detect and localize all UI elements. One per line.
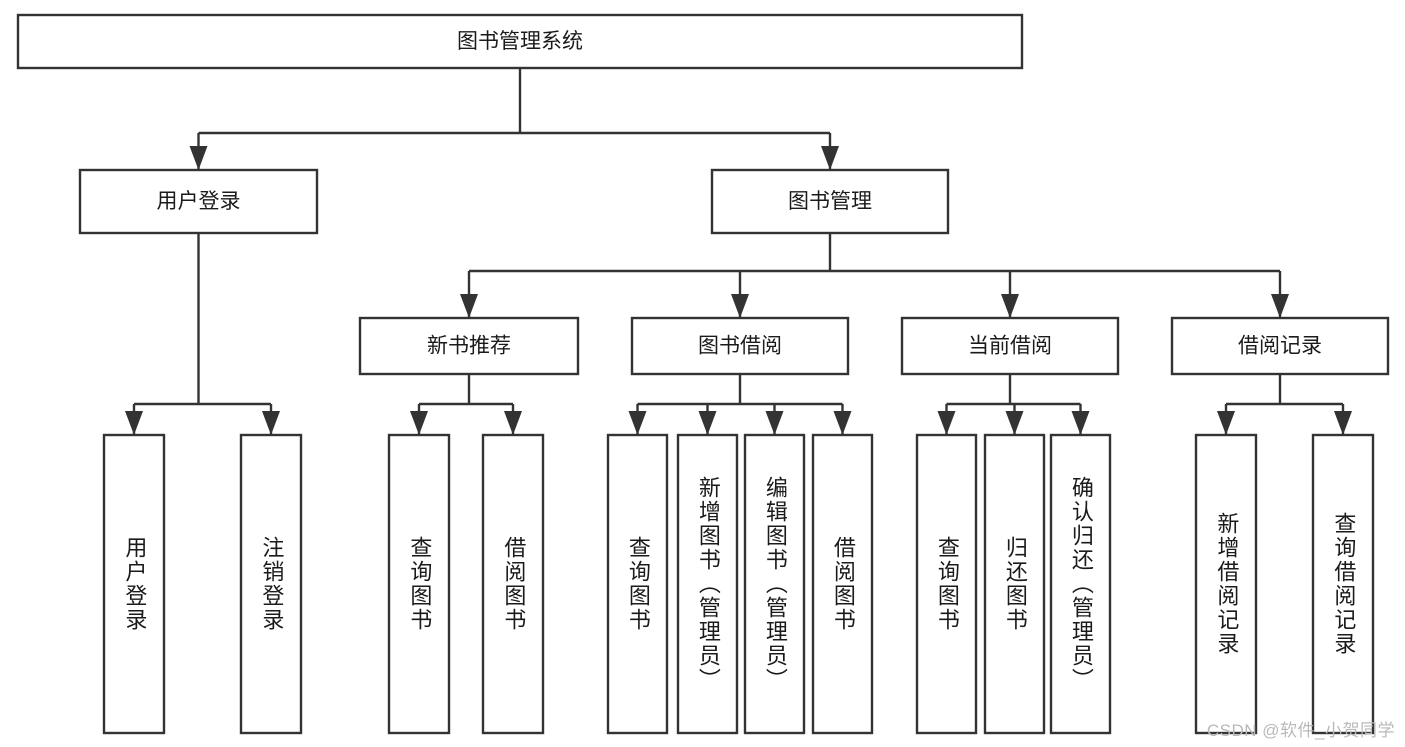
node-box-leaf-user-login[interactable]: [102, 433, 166, 735]
arrow-head-icon: [410, 411, 428, 435]
arrow-head-icon: [1071, 411, 1090, 435]
arrow-head-icon: [189, 146, 208, 170]
node-box-leaf-borrow-book-2[interactable]: [811, 433, 874, 735]
node-label-book-borrow: 图书借阅: [698, 335, 782, 358]
arrow-head-icon: [460, 294, 478, 318]
node-label-current-borrow: 当前借阅: [968, 335, 1052, 358]
arrow-head-icon: [1334, 411, 1352, 435]
arrow-head-icon: [1217, 411, 1235, 435]
arrow-head-icon: [504, 411, 522, 435]
node-label-borrow-record: 借阅记录: [1238, 335, 1322, 358]
node-box-book-manage[interactable]: [710, 168, 950, 235]
arrow-head-icon: [821, 146, 839, 170]
watermark-text: CSDN @软件_小贺同学: [1206, 721, 1395, 740]
arrow-head-icon: [833, 411, 852, 435]
node-box-root[interactable]: [16, 13, 1024, 70]
arrow-head-icon: [1271, 294, 1289, 318]
arrow-head-icon: [698, 411, 717, 435]
node-box-leaf-query-book-2[interactable]: [606, 433, 669, 735]
node-box-book-borrow[interactable]: [630, 316, 850, 376]
node-box-leaf-query-book-3[interactable]: [915, 433, 978, 735]
node-label-user-login: 用户登录: [157, 190, 241, 213]
node-box-leaf-borrow-book-1[interactable]: [481, 433, 545, 735]
node-label-book-manage: 图书管理: [788, 190, 872, 213]
arrow-head-icon: [125, 411, 143, 435]
node-box-current-borrow[interactable]: [900, 316, 1120, 376]
node-box-leaf-add-book[interactable]: [676, 433, 739, 735]
node-box-leaf-confirm-return[interactable]: [1049, 433, 1112, 735]
node-box-layer: [16, 13, 1390, 735]
node-box-leaf-query-book-1[interactable]: [387, 433, 451, 735]
arrow-head-icon: [765, 411, 784, 435]
arrow-head-icon: [1001, 294, 1019, 318]
node-box-new-book-rec[interactable]: [358, 316, 580, 376]
node-box-leaf-query-record[interactable]: [1311, 433, 1375, 735]
node-box-leaf-logout[interactable]: [239, 433, 303, 735]
node-box-borrow-record[interactable]: [1170, 316, 1390, 376]
node-label-new-book-rec: 新书推荐: [427, 335, 511, 358]
node-label-root: 图书管理系统: [457, 30, 583, 53]
arrow-head-icon: [262, 411, 280, 435]
node-box-leaf-add-record[interactable]: [1194, 433, 1258, 735]
node-box-leaf-edit-book[interactable]: [743, 433, 806, 735]
arrow-head-icon: [731, 294, 749, 318]
arrow-head-icon: [1005, 411, 1024, 435]
arrow-head-icon: [628, 411, 647, 435]
arrow-head-icon: [937, 411, 956, 435]
node-box-user-login[interactable]: [78, 168, 319, 235]
node-box-leaf-return-book[interactable]: [983, 433, 1046, 735]
connector-layer: [125, 68, 1352, 435]
